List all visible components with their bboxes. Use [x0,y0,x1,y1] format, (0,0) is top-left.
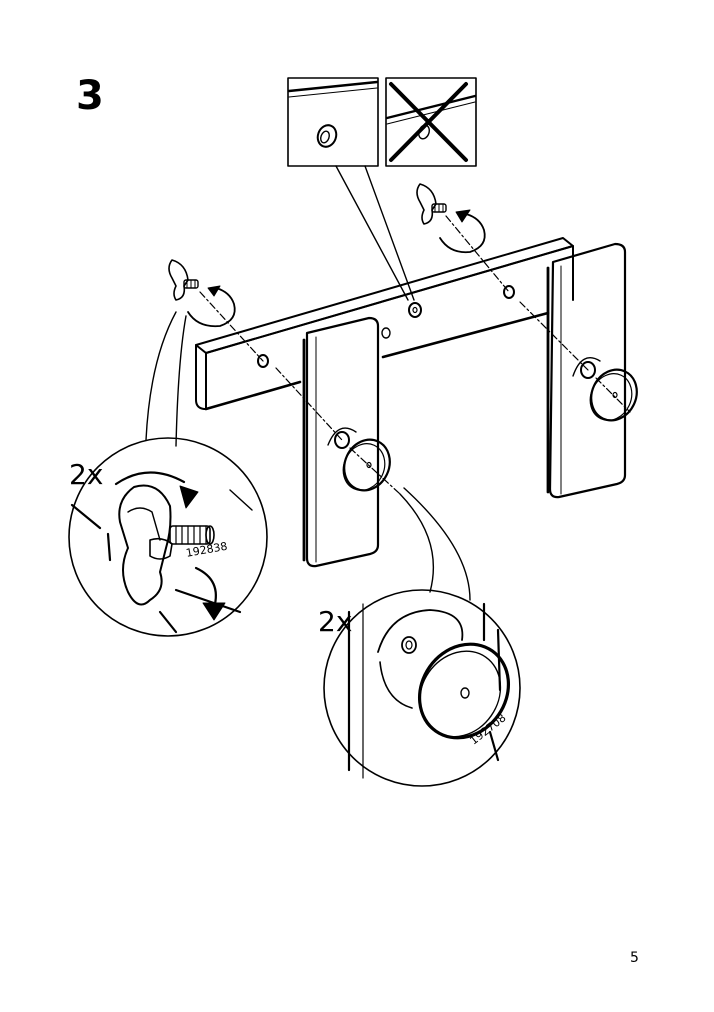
step-number: 3 [76,73,104,119]
round-foot-right [589,368,638,422]
horizontal-rail [195,237,574,411]
hole-ok-icon [316,124,338,148]
round-foot-left [342,438,391,492]
round-foot-detail-circle [323,487,521,787]
page-number: 5 [630,950,639,966]
quantity-label-round-foot: 2x [318,605,353,638]
wing-screw-left [168,259,236,328]
alignment-lines [199,215,631,495]
correct-hole-panel [287,77,379,167]
left-leg [302,316,380,568]
quantity-label-wing-screw: 2x [69,458,104,491]
wing-screw-detail-circle [68,311,268,637]
incorrect-hole-panel [385,77,477,167]
wing-screw-right [416,183,486,254]
wing-screw-large-icon [118,484,215,606]
round-foot-large-icon [417,642,511,740]
right-leg [546,242,627,499]
cross-mark-icon [389,82,468,162]
